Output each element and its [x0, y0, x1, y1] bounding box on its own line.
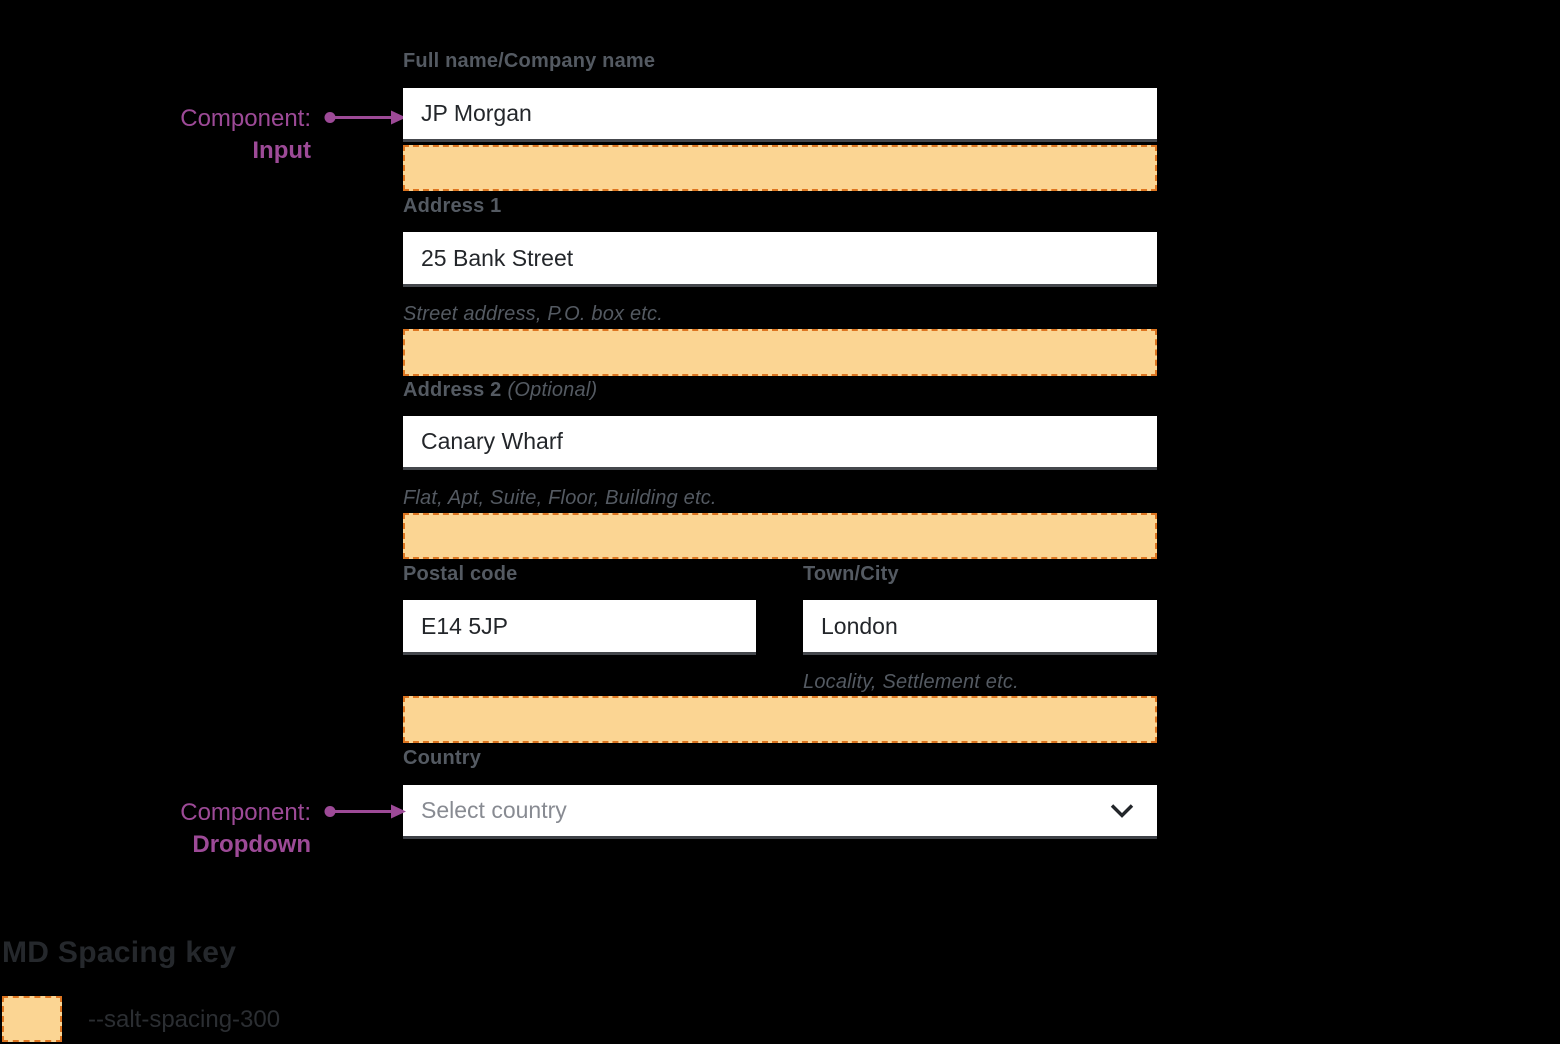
full-name-input[interactable]	[403, 88, 1157, 142]
arrow-right-icon	[324, 110, 406, 125]
town-city-label: Town/City	[803, 563, 899, 585]
spacing-key-swatch	[2, 996, 62, 1042]
country-dropdown-placeholder: Select country	[421, 797, 567, 823]
address1-input[interactable]	[403, 232, 1157, 287]
arrow-right-icon	[324, 804, 406, 819]
address2-label: Address 2(Optional)	[403, 379, 597, 402]
spacing-block	[403, 329, 1157, 376]
spacing-block	[403, 513, 1157, 559]
town-city-helper: Locality, Settlement etc.	[803, 671, 1019, 693]
annotation-input: Component: Input	[0, 103, 311, 167]
address2-helper: Flat, Apt, Suite, Floor, Building etc.	[403, 487, 717, 509]
postal-code-label: Postal code	[403, 563, 518, 585]
address2-input[interactable]	[403, 416, 1157, 470]
spacing-block	[403, 696, 1157, 743]
address1-helper: Street address, P.O. box etc.	[403, 303, 664, 325]
address2-label-text: Address 2	[403, 379, 502, 401]
annotation-dropdown-name: Dropdown	[192, 831, 311, 858]
address1-label: Address 1	[403, 195, 502, 217]
country-dropdown[interactable]: Select country	[403, 785, 1157, 839]
chevron-down-icon	[1110, 803, 1134, 818]
town-city-input[interactable]	[803, 600, 1157, 655]
spacing-block	[403, 145, 1157, 191]
country-label: Country	[403, 747, 482, 769]
annotation-dropdown: Component: Dropdown	[0, 797, 311, 861]
annotation-input-name: Input	[252, 137, 311, 164]
annotation-dropdown-prefix: Component:	[180, 799, 311, 826]
spacing-key-token: --salt-spacing-300	[88, 1006, 281, 1033]
spacing-key-heading: MD Spacing key	[2, 936, 237, 969]
address2-optional-text: (Optional)	[507, 379, 598, 401]
annotation-input-prefix: Component:	[180, 105, 311, 132]
postal-code-input[interactable]	[403, 600, 756, 655]
full-name-label: Full name/Company name	[403, 50, 656, 72]
